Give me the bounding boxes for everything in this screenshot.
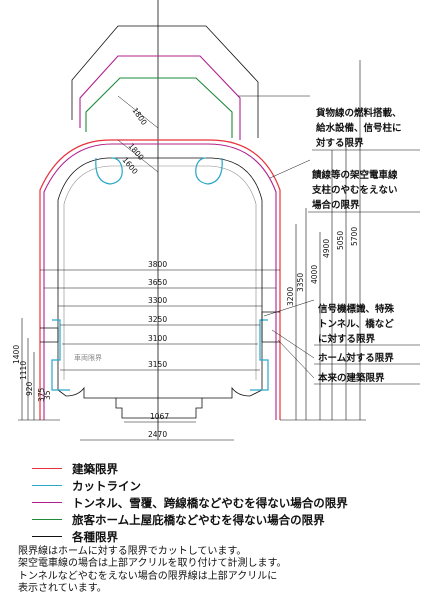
note-line: トンネルなどやむをえない場合の限界線は上部アクリルに (18, 570, 278, 582)
label-freight-2: 給水設備、信号柱に (316, 122, 402, 134)
leader-line (271, 329, 315, 359)
width-2470: 2470 (148, 430, 167, 439)
label-signal-1: 信号機標識、特殊 (318, 303, 395, 315)
note-line: 限界線はホームに対する限界でカットしています。 (18, 546, 247, 557)
legend-label: カットライン (72, 478, 141, 493)
width-3100: 3100 (148, 334, 167, 343)
legend-item: 各種限界 (32, 528, 412, 545)
vehicle-inner-profile (63, 165, 257, 380)
note-line: 表示されています。 (18, 583, 107, 595)
left-dim-1400: 1400 (12, 345, 21, 364)
width-3800: 3800 (148, 260, 167, 269)
note-line: 架空電車線の場合は上部アクリルを取り付けて計測します。 (18, 558, 287, 570)
width-3250: 3250 (148, 315, 167, 324)
tunnel-limit-upper (79, 55, 241, 140)
legend-swatch-green (32, 519, 62, 520)
legend-item: 建築限界 (32, 460, 412, 477)
leader-line (269, 159, 311, 179)
legend-label: 旅客ホーム上屋庇橋などやむを得ない場合の限界 (72, 512, 325, 527)
radius-line (117, 95, 159, 129)
rail-area (115, 398, 203, 419)
clearance-diagram: 3800 3650 3300 3250 3100 3150 1067 2470 … (12, 0, 420, 441)
label-signal-2: トンネル、橋など (318, 318, 394, 330)
vehicle-gauge-label: 車両限界 (74, 353, 102, 362)
radius-1800-upper: 1800 (130, 106, 148, 127)
radius-line (117, 139, 159, 173)
width-3300: 3300 (148, 296, 167, 305)
platform-left (40, 327, 59, 343)
right-dim-4000: 4000 (310, 265, 319, 284)
right-dim-5050: 5050 (336, 231, 345, 250)
building-limit (39, 139, 281, 420)
right-dim-5700: 5700 (350, 227, 359, 246)
legend-swatch-red (32, 468, 62, 469)
legend-swatch-magenta (32, 502, 62, 503)
right-dim-4900: 4900 (322, 239, 331, 258)
width-3150: 3150 (148, 360, 167, 369)
left-dim-920: 920 (25, 381, 34, 396)
label-catenary-2: 支柱のやむをえない (311, 184, 398, 196)
label-freight-3: 対する限界 (315, 137, 364, 149)
label-freight-1: 貨物線の燃料搭載、 (316, 107, 402, 119)
legend-swatch-black (32, 536, 62, 537)
cut-line-left-bump (95, 157, 123, 185)
label-signal-3: に対する限界 (318, 333, 376, 345)
platform-roof-limit (85, 77, 233, 138)
legend-swatch-cyan (32, 485, 62, 486)
legend-item: カットライン (32, 477, 412, 494)
legend-label: トンネル、雪覆、跨線橋などやむを得ない場合の限界 (72, 495, 348, 510)
cut-line-left (51, 319, 70, 391)
left-dim-375: 375 (37, 387, 46, 402)
outer-upper-profile (71, 25, 259, 138)
leader-line (263, 299, 315, 317)
label-catenary-3: 場合の限界 (312, 199, 360, 211)
label-catenary-1: 饋線等の架空電車線 (312, 169, 398, 181)
notes: 限界線はホームに対する限界でカットしています。 架空電車線の場合は上部アクリルを… (18, 546, 418, 596)
label-platform: ホーム対する限界 (318, 352, 394, 364)
legend-item: トンネル、雪覆、跨線橋などやむを得ない場合の限界 (32, 494, 412, 511)
legend-item: 旅客ホーム上屋庇橋などやむを得ない場合の限界 (32, 511, 412, 528)
tunnel-limit-lower (43, 143, 277, 420)
label-building: 本来の建築限界 (318, 372, 385, 384)
right-dim-3200: 3200 (286, 287, 295, 306)
platform-right (261, 311, 280, 343)
leader-line (277, 339, 315, 379)
cut-line-right-bump (195, 157, 223, 185)
legend-label: 各種限界 (72, 529, 118, 544)
cut-line-right (250, 319, 269, 391)
width-1067: 1067 (150, 412, 169, 421)
width-3650: 3650 (148, 278, 167, 287)
left-dim-1110: 1110 (19, 361, 28, 380)
legend: 建築限界 カットライン トンネル、雪覆、跨線橋などやむを得ない場合の限界 旅客ホ… (32, 460, 412, 545)
left-dim-35: 35 (43, 390, 52, 400)
right-dim-3350: 3350 (296, 273, 305, 292)
legend-label: 建築限界 (72, 461, 118, 476)
